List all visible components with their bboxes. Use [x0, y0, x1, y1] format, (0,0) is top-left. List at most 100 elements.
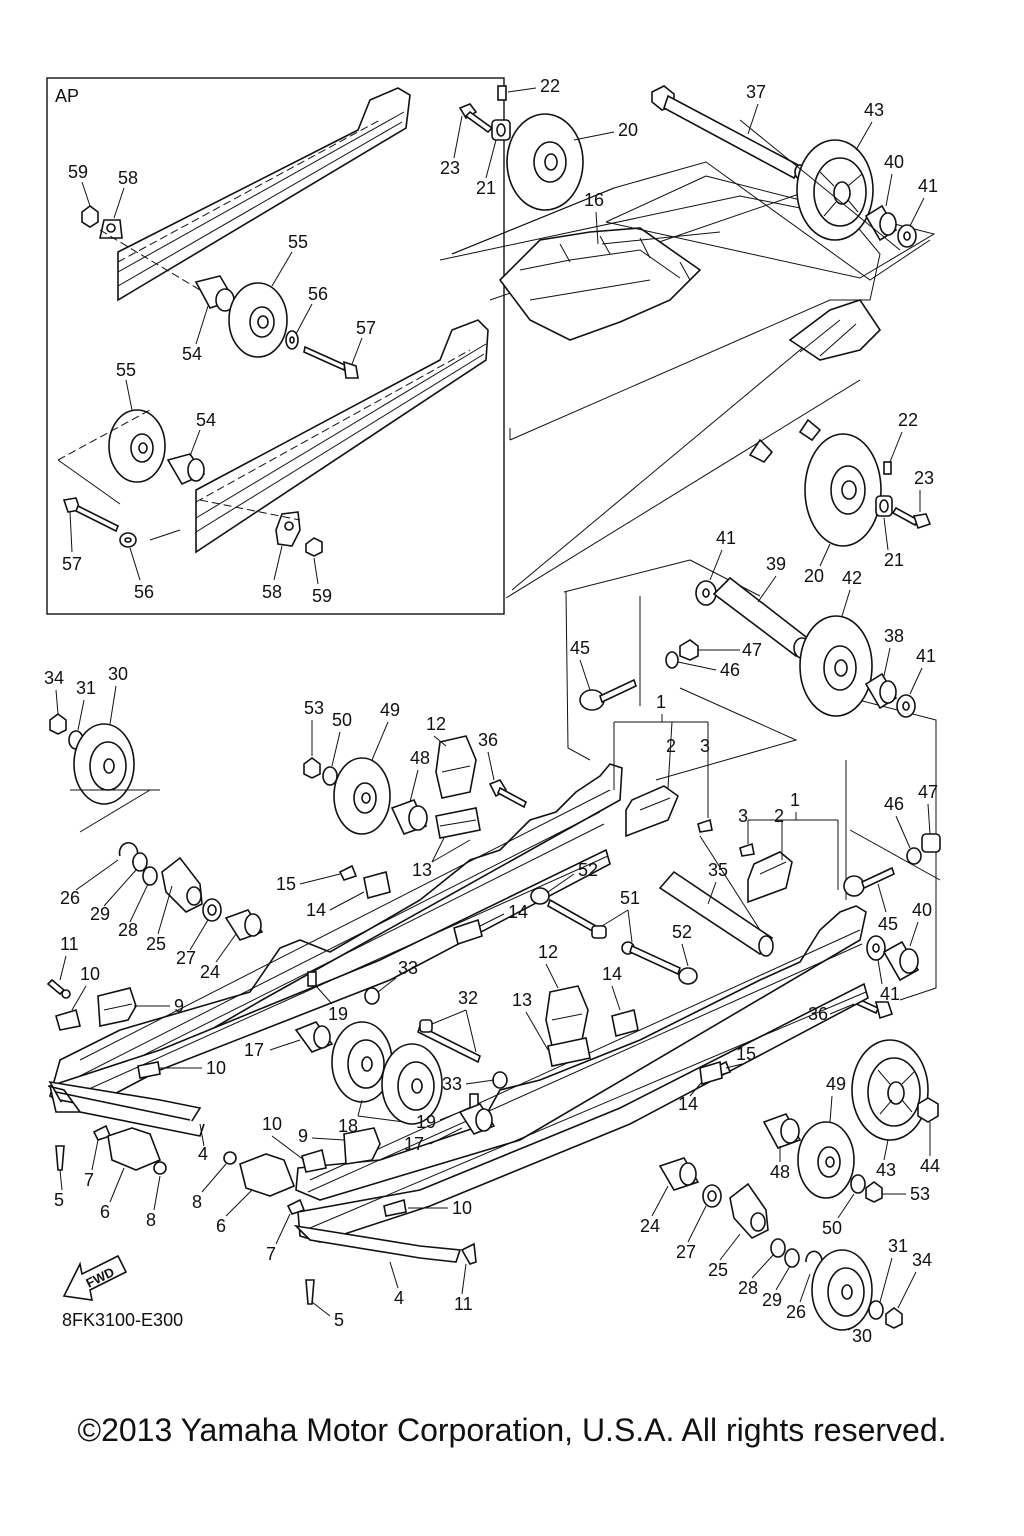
arm-25a — [161, 856, 203, 913]
bumper-9a — [97, 987, 137, 1027]
callout-49: 49 — [380, 700, 400, 720]
wheel-30b — [811, 1249, 873, 1331]
drawing-code: 8FK3100-E300 — [62, 1310, 183, 1330]
inset-washer-56b — [119, 532, 137, 548]
callout-41: 41 — [880, 984, 900, 1004]
inset-frame — [46, 77, 505, 615]
shaft-35 — [658, 870, 774, 957]
callout-16: 16 — [584, 190, 604, 210]
idler-wheel-20 — [506, 113, 584, 211]
bolt-51b — [621, 941, 681, 976]
pin-3b — [739, 842, 755, 857]
block-14c — [611, 1009, 639, 1037]
callout-17: 17 — [244, 1040, 264, 1060]
track-belt — [439, 161, 931, 591]
callout-39: 39 — [766, 554, 786, 574]
callout-1: 1 — [790, 790, 800, 810]
inset-bolt-57a — [303, 345, 359, 379]
copyright-notice: ©2013 Yamaha Motor Corporation, U.S.A. A… — [77, 1412, 947, 1448]
collar-21b — [875, 495, 893, 517]
callout-37: 37 — [746, 82, 766, 102]
callout-14: 14 — [306, 900, 326, 920]
callout-14: 14 — [602, 964, 622, 984]
plate-10d — [383, 1198, 407, 1217]
callout-31: 31 — [76, 678, 96, 698]
bracket-13a — [435, 807, 481, 839]
callout-50: 50 — [822, 1218, 842, 1238]
nut-47 — [679, 639, 699, 661]
rivet-11a — [46, 978, 71, 999]
left-parts: FWD — [46, 713, 732, 1305]
track-lugs — [498, 227, 882, 464]
washer-33a — [364, 987, 380, 1005]
callout-54: 54 — [196, 410, 216, 430]
wheel-42 — [799, 615, 873, 717]
callout-8: 8 — [146, 1210, 156, 1230]
callout-57: 57 — [356, 318, 376, 338]
callout-8: 8 — [192, 1192, 202, 1212]
callout-48: 48 — [410, 748, 430, 768]
callout-33: 33 — [442, 1074, 462, 1094]
cap-6a — [107, 1127, 162, 1171]
callout-47: 47 — [918, 782, 938, 802]
callout-41: 41 — [916, 646, 936, 666]
inset-tag: AP — [55, 86, 79, 106]
bolt-23 — [458, 103, 494, 134]
washer-41 — [897, 224, 917, 248]
collar-40 — [864, 204, 898, 242]
nut-53b — [865, 1181, 883, 1203]
inset-ap: AP — [46, 77, 505, 615]
cap-6b — [239, 1153, 296, 1197]
callout-41: 41 — [716, 528, 736, 548]
callout-52: 52 — [578, 860, 598, 880]
spacer-24b — [658, 1157, 700, 1191]
callout-13: 13 — [412, 860, 432, 880]
callout-2: 2 — [666, 736, 676, 756]
callout-14: 14 — [508, 902, 528, 922]
callout-58: 58 — [262, 582, 282, 602]
callout-1: 1 — [656, 692, 666, 712]
washer-8b — [223, 1151, 237, 1165]
callout-28: 28 — [738, 1278, 758, 1298]
callout-33: 33 — [398, 958, 418, 978]
nut-34b — [885, 1307, 903, 1329]
callout-15: 15 — [736, 1044, 756, 1064]
callout-52: 52 — [672, 922, 692, 942]
callout-10: 10 — [452, 1198, 472, 1218]
plate-10a — [55, 1008, 81, 1031]
spacer-24a — [224, 909, 264, 941]
shaft-37 — [651, 85, 806, 180]
callout-3: 3 — [738, 806, 748, 826]
washer-29a — [132, 852, 148, 872]
callout-20: 20 — [804, 566, 824, 586]
right-lower-parts — [658, 1039, 939, 1331]
callout-21: 21 — [884, 550, 904, 570]
washer-8a — [153, 1161, 167, 1175]
callout-45: 45 — [570, 638, 590, 658]
screw-5b — [305, 1279, 315, 1305]
wheel-49b — [797, 1121, 855, 1199]
callouts: 22 23 21 20 16 37 43 40 41 22 23 21 20 4… — [44, 76, 940, 1346]
callout-17: 17 — [404, 1134, 424, 1154]
inset-callouts: 59 58 55 56 57 54 55 54 57 56 58 59 — [62, 162, 376, 606]
callout-29: 29 — [90, 904, 110, 924]
rivet-15a — [338, 864, 358, 881]
callout-32: 32 — [458, 988, 478, 1008]
callout-45: 45 — [878, 914, 898, 934]
collar-40b — [882, 940, 920, 982]
wheel-18b — [381, 1043, 443, 1125]
spacer-48b — [762, 1113, 802, 1149]
callout-43: 43 — [876, 1160, 896, 1180]
inset-nut-59a — [81, 205, 99, 228]
bumper-9b — [343, 1127, 381, 1165]
washer-31b — [868, 1300, 884, 1320]
callout-43: 43 — [864, 100, 884, 120]
callout-35: 35 — [708, 860, 728, 880]
nut-47b — [921, 833, 941, 853]
callout-57: 57 — [62, 554, 82, 574]
washer-33b — [492, 1071, 508, 1089]
arm-25b — [729, 1182, 769, 1239]
collar-38 — [864, 672, 898, 710]
callout-26: 26 — [60, 888, 80, 908]
callout-34: 34 — [912, 1250, 932, 1270]
